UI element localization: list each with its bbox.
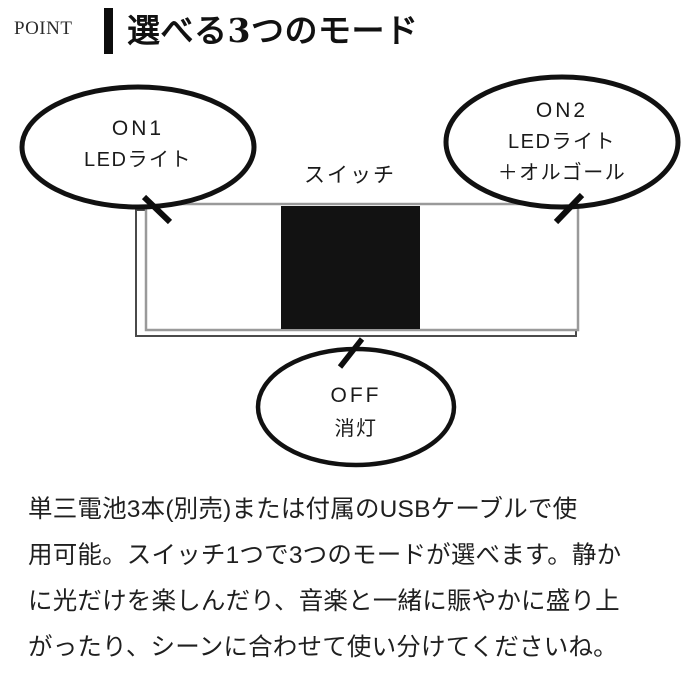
description-line: に光だけを楽しんだり、音楽と一緒に賑やかに盛り上 [28,588,620,615]
mode-diagram: スイッチ ON1 LEDライト ON2 LEDライト ＋オルゴール OFF 消灯 [0,62,700,482]
callout-bubble-off [255,346,457,468]
page-title: 選べる3つのモード [127,11,419,50]
callout-on2-line1: ON2 [536,99,588,122]
description-line: がったり、シーンに合わせて使い分けてくださいね。 [28,634,618,661]
callout-off-line1: OFF [331,384,382,407]
callout-on1-line1: ON1 [112,117,164,140]
leader-line-on1 [141,194,173,225]
leader-line-off [337,337,365,369]
callout-bubble-on2 [443,74,681,210]
point-eyebrow-label: POINT [14,18,73,39]
description-paragraph: 単三電池3本(別売)または付属のUSBケーブルで使 用可能。スイッチ1つで3つの… [28,487,676,671]
callout-on1-line2: LEDライト [84,149,192,171]
callout-bubble-on1 [19,84,257,210]
description-line: 用可能。スイッチ1つで3つのモードが選べます。静か [28,542,622,569]
callout-on2-line2: LEDライト [508,131,616,153]
callout-off-line2: 消灯 [335,417,378,440]
leader-line-on2 [553,192,585,225]
switch-block [281,206,420,329]
description-line: 単三電池3本(別売)または付属のUSBケーブルで使 [28,496,578,523]
point-header: POINT 選べる3つのモード [0,0,700,66]
callout-on2-line3: ＋オルゴール [498,161,627,184]
header-divider-bar [104,8,113,54]
switch-label: スイッチ [304,164,396,187]
